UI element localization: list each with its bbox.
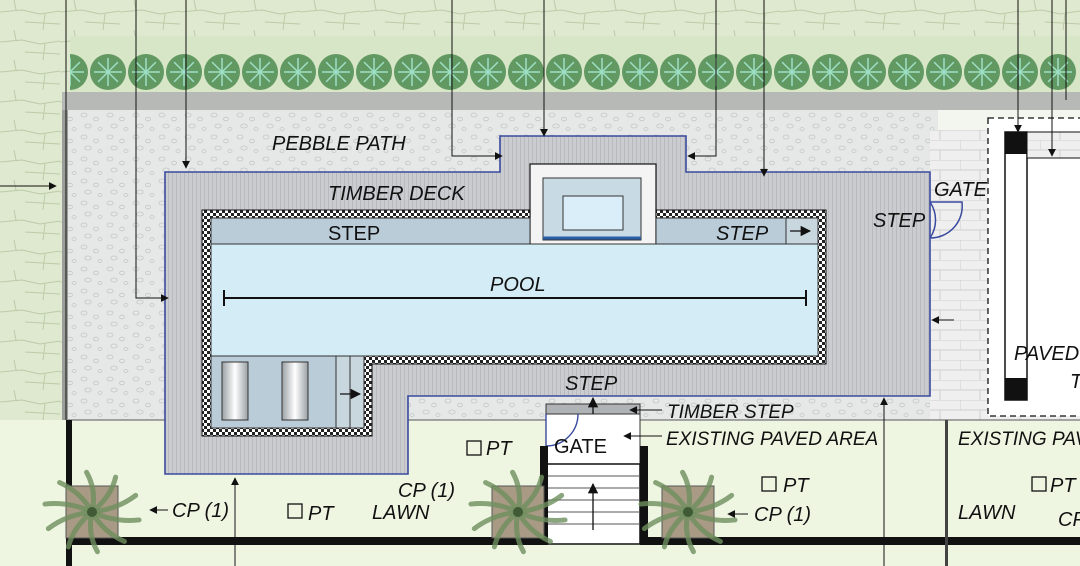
label-lawn-mid: LAWN (372, 502, 430, 524)
label-pt-mid: PT (308, 503, 335, 525)
spa-seat (562, 195, 624, 231)
shrub (318, 54, 354, 90)
label-timber-step: TIMBER STEP (667, 402, 794, 423)
shrub (432, 54, 468, 90)
right-post-top (1005, 132, 1027, 154)
wall-post-right (640, 446, 648, 545)
shrub-row (52, 54, 1076, 90)
existing-paved-boundary (987, 117, 1080, 417)
shrub (964, 54, 1000, 90)
label-existing-paved-area: EXISTING PAVED AREA (666, 429, 878, 450)
palm-planter (42, 469, 142, 555)
shrub (1002, 54, 1038, 90)
shrub (394, 54, 430, 90)
label-pt-far-right: PT (1050, 475, 1077, 497)
shrub (736, 54, 772, 90)
shrub (926, 54, 962, 90)
shrub (660, 54, 696, 90)
label-pt-center: PT (486, 438, 513, 460)
pool-step-left (210, 217, 531, 245)
shrub (356, 54, 392, 90)
boundary-wall (62, 92, 1080, 110)
shrub (90, 54, 126, 90)
shrub (204, 54, 240, 90)
label-pebble-path: PEBBLE PATH (272, 133, 406, 155)
label-step-left: STEP (328, 223, 380, 245)
shrub (850, 54, 886, 90)
pt-box-center (466, 440, 482, 456)
palm-planters (42, 469, 738, 555)
shrub (546, 54, 582, 90)
label-existing-paved-right: EXISTING PAV (958, 429, 1080, 450)
gate-swing-right (929, 201, 937, 239)
shrub (242, 54, 278, 90)
label-pt-right: PT (783, 475, 810, 497)
shrub (774, 54, 810, 90)
left-hedge (0, 36, 70, 426)
label-gate-right: GATE (934, 179, 988, 201)
lounger-right (281, 361, 309, 421)
right-paving-inner (1026, 131, 1080, 159)
shrub (128, 54, 164, 90)
label-cp1-left: CP (1) (172, 500, 229, 522)
shrub (470, 54, 506, 90)
label-lawn-right: LAWN (958, 502, 1016, 524)
gate-swing-right-leaf (929, 201, 963, 239)
label-cp1-right: CP (1) (754, 504, 811, 526)
gate-swing-bottom (545, 413, 579, 447)
label-t-right: T (1070, 371, 1080, 393)
lounger-left (221, 361, 249, 421)
low-wall-right (640, 537, 1080, 545)
left-wall-line (62, 92, 68, 426)
shrub (888, 54, 924, 90)
label-cp-far-right: CP (1058, 509, 1080, 531)
shrub (280, 54, 316, 90)
shrub (584, 54, 620, 90)
label-gate-bottom: GATE (554, 436, 607, 458)
pt-box-mid (287, 503, 303, 519)
low-wall-left (66, 537, 540, 545)
shrub (508, 54, 544, 90)
palm-planter (468, 469, 568, 555)
pt-box-far-right (1031, 476, 1047, 492)
shrub (812, 54, 848, 90)
stone-wall-band (0, 0, 1080, 36)
label-step-right: STEP (873, 210, 926, 232)
pool-water (210, 243, 819, 357)
label-pool: POOL (490, 274, 546, 296)
palm-planter (638, 469, 738, 555)
label-step-top-right: STEP (716, 223, 769, 245)
shrub (166, 54, 202, 90)
label-step-bottom: STEP (565, 373, 618, 395)
pt-box-right (761, 476, 777, 492)
label-cp1-mid: CP (1) (398, 480, 455, 502)
label-timber-deck: TIMBER DECK (328, 183, 466, 205)
right-post-bottom (1005, 378, 1027, 400)
wall-post-far-right (945, 420, 948, 566)
label-paved-right: PAVED (1014, 343, 1079, 365)
shrub (622, 54, 658, 90)
shrub (1040, 54, 1076, 90)
